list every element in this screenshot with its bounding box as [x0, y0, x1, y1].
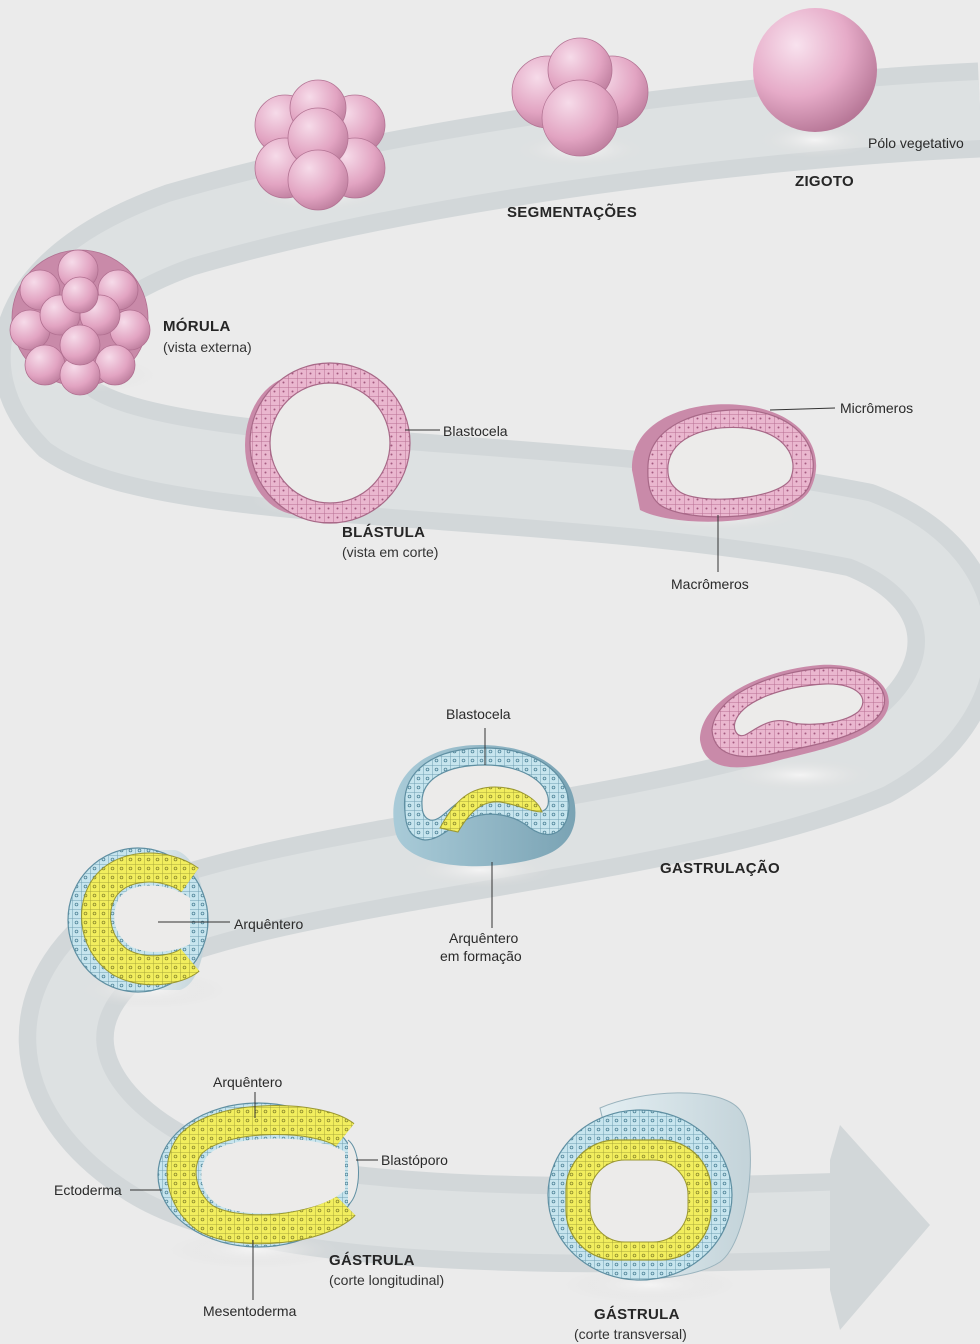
eight-cell-embryo — [255, 80, 385, 210]
gastrula-side — [68, 848, 208, 992]
arquentero-formacao-label-line2: em formação — [440, 947, 522, 965]
polo-vegetativo-label: Pólo vegetativo — [868, 134, 964, 152]
blastocela-label-2: Blastocela — [446, 705, 511, 723]
morula-title: MÓRULA — [163, 318, 231, 336]
ectoderma-label: Ectoderma — [54, 1181, 122, 1199]
gastrula-longitudinal — [158, 1103, 359, 1247]
zygote — [753, 8, 877, 132]
gastrula-transversal-title: GÁSTRULA — [594, 1306, 680, 1324]
micromeros-pointer — [770, 408, 835, 410]
blastula-micro-macro — [632, 404, 816, 521]
zigoto-title: ZIGOTO — [795, 173, 854, 191]
arquentero-formacao-label-line1: Arquêntero — [449, 929, 518, 947]
gastrulacao-title: GASTRULAÇÃO — [660, 860, 780, 878]
gastrula-longitudinal-title: GÁSTRULA — [329, 1252, 415, 1270]
gastrula-longitudinal-subtitle: (corte longitudinal) — [329, 1271, 444, 1289]
macromeros-label: Macrômeros — [671, 575, 749, 593]
gastrula-forming — [393, 745, 575, 866]
gastrula-transversal — [548, 1093, 750, 1280]
blastula — [245, 363, 410, 523]
morula — [10, 250, 150, 395]
blastula-subtitle: (vista em corte) — [342, 543, 438, 561]
morula-subtitle: (vista externa) — [163, 338, 252, 356]
blastula-title: BLÁSTULA — [342, 524, 425, 542]
blastocela-label-1: Blastocela — [443, 422, 508, 440]
arrow-head — [830, 1125, 930, 1330]
segmentacoes-title: SEGMENTAÇÕES — [507, 204, 637, 222]
mesentoderma-label: Mesentoderma — [203, 1302, 296, 1320]
gastrula-transversal-subtitle: (corte transversal) — [574, 1325, 687, 1343]
micromeros-label: Micrômeros — [840, 399, 913, 417]
arquentero-label-2: Arquêntero — [213, 1073, 282, 1091]
blastoporo-label: Blastóporo — [381, 1151, 448, 1169]
arquentero-label-1: Arquêntero — [234, 915, 303, 933]
